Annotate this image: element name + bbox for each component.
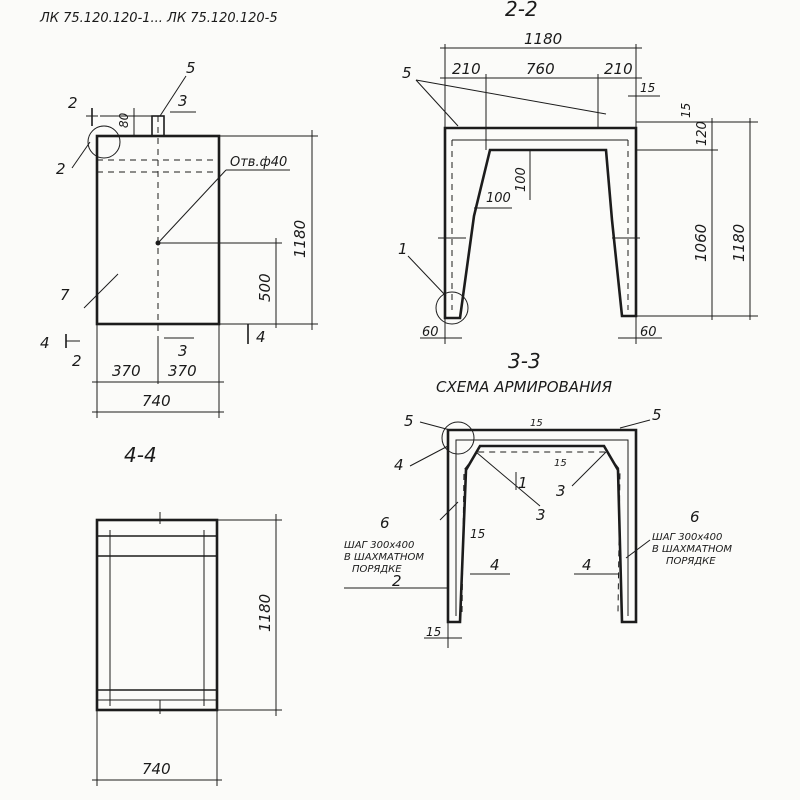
- mark-33-4b: 4: [582, 556, 592, 574]
- hole-label: Отв.ф40: [230, 155, 287, 170]
- note-left-line1: ШАГ 300х400: [344, 540, 414, 551]
- dim-22-left: 210: [452, 60, 481, 78]
- view-4-4: 1180 740: [92, 512, 282, 786]
- section-mark-2-top: 2: [68, 94, 78, 112]
- mark-5: 5: [186, 59, 196, 77]
- view-4-4-outline: [95, 518, 219, 712]
- dim-22-outer-h: 1180: [730, 224, 748, 262]
- front-height-dim: 1180: [291, 220, 309, 258]
- dim-22-mid: 760: [526, 60, 555, 78]
- dim-22-100a: 100: [486, 191, 511, 206]
- mark-33-4a: 4: [490, 556, 500, 574]
- mark-33-5-right: 5: [652, 406, 662, 424]
- note-left-line3: ПОРЯДКЕ: [352, 564, 402, 575]
- lifting-loop: [151, 115, 165, 137]
- dim-33-15-inner: 15: [554, 458, 567, 469]
- note-right-line1: ШАГ 300х400: [652, 532, 722, 543]
- dim-22-right: 210: [604, 60, 633, 78]
- dim-22-100b: 100: [514, 167, 529, 192]
- front-view: Отв.ф40 1180 500 80 370 370 740 5 3 2 2: [40, 59, 318, 418]
- front-right-half-dim: 370: [168, 362, 197, 380]
- mark-33-6-right: 6: [690, 508, 700, 526]
- dim-22-inner-h: 1060: [692, 224, 710, 262]
- section-mark-2-bottom: 2: [72, 352, 82, 370]
- mark-33-5-left: 5: [404, 412, 414, 430]
- note-left-line2: В ШАХМАТНОМ: [344, 552, 424, 563]
- section-2-2-title: 2-2: [505, 0, 538, 21]
- section-4-4-title: 4-4: [124, 443, 157, 467]
- dim-22-15a: 15: [640, 81, 655, 95]
- note-right-line2: В ШАХМАТНОМ: [652, 544, 732, 555]
- mark-33-1: 1: [518, 474, 528, 492]
- corner-detail-circle: [87, 125, 121, 159]
- section-mark-4-left: 4: [40, 334, 50, 352]
- profile-3-3: [446, 428, 638, 624]
- mark-2: 2: [56, 160, 66, 178]
- view-3-3: 5 4 5 1 3 3 15 15 15 6 ШАГ 300х400 В ШАХ…: [344, 406, 732, 648]
- dim-22-15b: 15: [679, 103, 693, 118]
- mark-22-5: 5: [402, 64, 412, 82]
- detail-circle-2: [441, 421, 475, 455]
- detail-circle-1: [435, 291, 469, 325]
- section-mark-3-top: 3: [178, 92, 188, 110]
- dim-22-leg-right: 60: [640, 325, 657, 340]
- dim-44-height: 1180: [256, 594, 274, 632]
- dim-33-15-side: 15: [470, 527, 485, 541]
- section-3-3-title: 3-3: [508, 349, 541, 373]
- view-2-2: 1180 210 760 210 15 15 120 1060 1180 100…: [398, 30, 758, 344]
- mark-33-3-mid: 3: [536, 506, 546, 524]
- dim-44-width: 740: [142, 760, 171, 778]
- front-width-dim: 740: [142, 392, 171, 410]
- dim-22-total: 1180: [524, 30, 562, 48]
- section-mark-4-right: 4: [256, 328, 266, 346]
- mark-22-1: 1: [398, 240, 408, 258]
- note-right-line3: ПОРЯДКЕ: [666, 556, 716, 567]
- hole-offset-dim: 500: [256, 273, 274, 302]
- mark-33-4-left: 4: [394, 456, 404, 474]
- sheet-title: ЛК 75.120.120-1... ЛК 75.120.120-5: [39, 11, 278, 26]
- top-offset-dim: 80: [117, 112, 131, 128]
- mark-7: 7: [60, 286, 70, 304]
- front-left-half-dim: 370: [112, 362, 141, 380]
- dim-33-15-bottom: 15: [426, 625, 441, 639]
- reinforcement-scheme-title: СХЕМА АРМИРОВАНИЯ: [436, 378, 613, 396]
- mark-33-3-right: 3: [556, 482, 566, 500]
- mark-33-6-left: 6: [380, 514, 390, 532]
- dim-22-top-h: 120: [695, 121, 710, 146]
- dim-22-leg-left: 60: [422, 325, 439, 340]
- section-mark-3-bottom: 3: [178, 342, 188, 360]
- dim-33-15-top: 15: [530, 418, 543, 429]
- mark-33-2: 2: [392, 572, 402, 590]
- profile-2-2: [443, 126, 638, 320]
